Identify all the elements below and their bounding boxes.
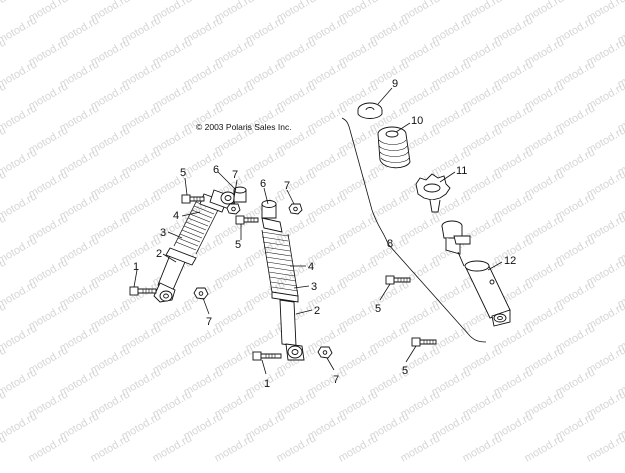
callout-5: 5 [180, 167, 186, 179]
watermark-text: motod.ru [399, 432, 443, 464]
nut-7-center-bottom [318, 347, 332, 358]
watermark-text: motod.ru [0, 102, 39, 134]
watermark-text: motod.ru [337, 432, 381, 464]
watermark-text: motod.ru [461, 432, 505, 464]
callout-3: 3 [160, 227, 166, 239]
callout-5: 5 [402, 365, 408, 377]
watermark-text: motod.ru [275, 432, 319, 464]
callout-12: 12 [504, 255, 516, 267]
nut-7-left-top [227, 204, 240, 214]
callout-8: 8 [387, 238, 393, 250]
watermark-text: motod.ru [0, 146, 39, 178]
callout-6: 6 [260, 178, 266, 190]
callout-7: 7 [232, 169, 238, 181]
callout-2: 2 [156, 248, 162, 260]
callout-1: 1 [264, 378, 270, 390]
callout-11: 11 [456, 165, 467, 177]
callout-2: 2 [314, 305, 320, 317]
watermark-text: motod.ru [0, 234, 39, 266]
watermark-text: motod.ru [585, 432, 625, 464]
watermark-text: motod.ru [27, 432, 71, 464]
watermark-text: motod.ru [213, 432, 257, 464]
callout-6: 6 [213, 164, 219, 176]
watermark-text: motod.ru [0, 190, 39, 222]
callout-7: 7 [206, 316, 212, 328]
callout-3: 3 [311, 281, 317, 293]
watermark-text: motod.ru [523, 432, 567, 464]
copyright-text: © 2003 Polaris Sales Inc. [196, 122, 292, 132]
callout-5: 5 [375, 303, 381, 315]
watermark-text: motod.ru [0, 58, 39, 90]
callout-10: 10 [411, 115, 423, 127]
callout-9: 9 [392, 78, 398, 90]
watermark-text: motod.ru [151, 432, 195, 464]
nut-7-center-top [289, 204, 302, 214]
boot-10 [378, 127, 410, 168]
cap-9 [358, 103, 382, 119]
callout-7: 7 [333, 374, 339, 386]
bolt-1-center [253, 352, 281, 360]
watermark-text: motod.ru [0, 410, 39, 442]
callout-1: 1 [133, 261, 139, 273]
watermark-text: motod.ru [89, 432, 133, 464]
callout-5: 5 [235, 239, 241, 251]
watermark-text: motod.ru [0, 366, 39, 398]
callout-7: 7 [284, 180, 290, 192]
watermark-text: motod.ru [0, 322, 39, 354]
watermark-text: motod.ru [0, 14, 39, 46]
watermark-text: motod.ru [0, 278, 39, 310]
callout-4: 4 [308, 261, 314, 273]
callout-4: 4 [173, 210, 179, 222]
watermark-text: motod.ru [0, 0, 8, 25]
